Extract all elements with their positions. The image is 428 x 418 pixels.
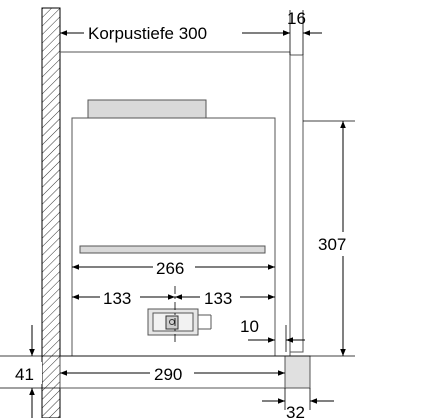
dim-label-bg-half-right [200,287,240,307]
dim-label-half-left: 133 [103,289,131,308]
dim-label-bg-depth [84,21,242,43]
dim-label-half-right: 133 [204,289,232,308]
dim-label-bg-bottom-depth [150,363,194,383]
control-module [147,308,212,336]
front-panel [289,54,304,353]
dim-label-bg-inner [153,257,195,277]
dim-label-bottom-depth: 290 [154,365,182,384]
wall [41,7,61,418]
dim-label-handle-depth: 32 [286,403,305,418]
dim-label-gap: 10 [240,317,259,336]
dim-label-depth: Korpustiefe 300 [88,24,207,43]
filter-bar [79,245,266,254]
front-handle [284,355,311,389]
dim-label-bg-bottom-height [14,362,42,384]
cabinet-body [60,51,304,356]
dim-label-bottom-height: 41 [15,365,34,384]
dim-label-front-thickness: 16 [287,9,306,28]
dim-label-inner-width: 266 [156,259,184,278]
dim-label-bg-height [316,232,356,256]
dim-label-bg-half-left [100,287,140,307]
dim-label-height: 307 [318,235,346,254]
top-vent [87,99,207,118]
